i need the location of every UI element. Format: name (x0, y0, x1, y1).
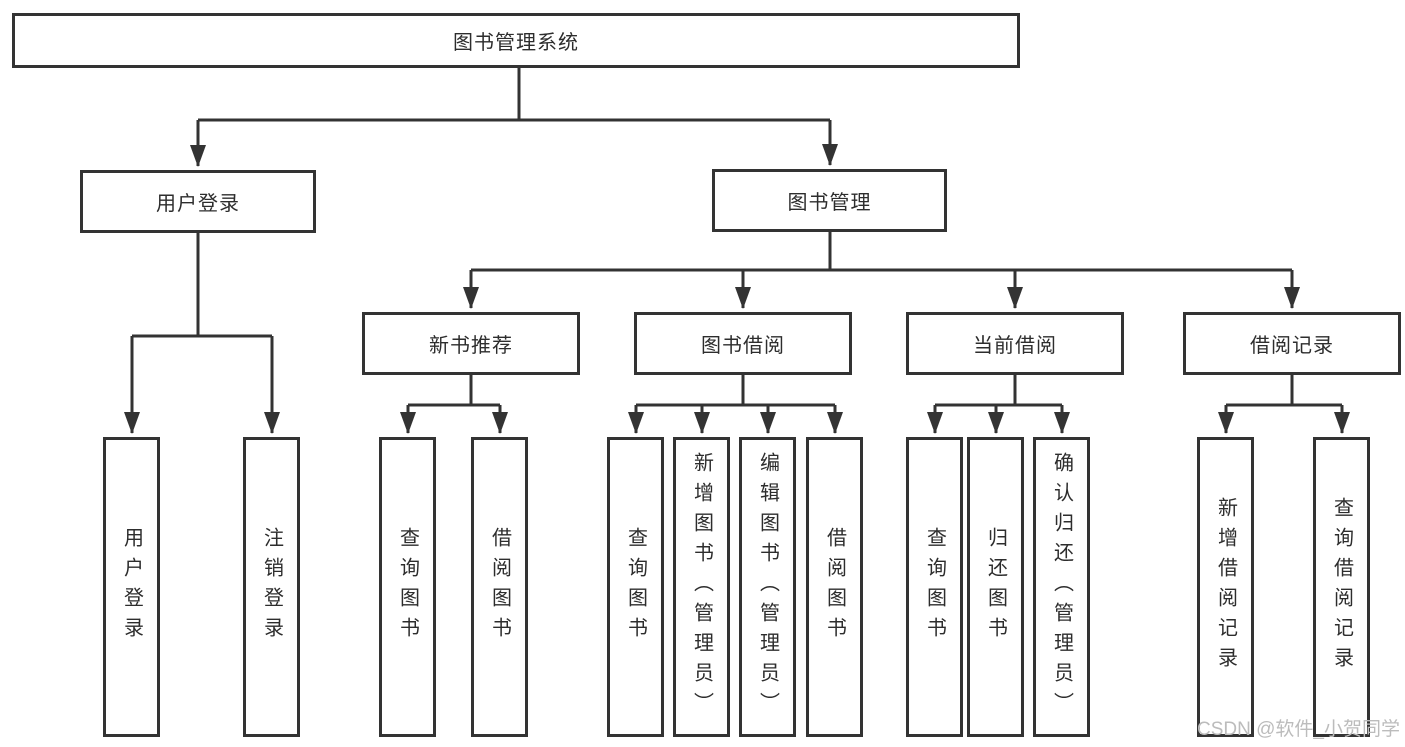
leaf-borrow-books: 借阅图书 (806, 437, 863, 737)
connectors-records-group (1218, 375, 1350, 434)
leaf-confirm-return-admin: 确认归还（管理员） (1033, 437, 1090, 737)
node-user-login: 用户登录 (80, 170, 316, 233)
connectors-current-group (927, 375, 1070, 434)
node-borrowing-records: 借阅记录 (1183, 312, 1401, 375)
node-new-book-recommendation: 新书推荐 (362, 312, 580, 375)
leaf-add-borrowing-record: 新增借阅记录 (1197, 437, 1254, 737)
connectors-borrowing-group (628, 375, 843, 434)
leaf-query-borrowing-record: 查询借阅记录 (1313, 437, 1370, 737)
node-book-management: 图书管理 (712, 169, 947, 232)
node-book-borrowing: 图书借阅 (634, 312, 852, 375)
leaf-user-login: 用户登录 (103, 437, 160, 737)
connectors-user-login-group (124, 233, 280, 434)
leaf-query-books-current: 查询图书 (906, 437, 963, 737)
csdn-watermark: CSDN @软件_小贺同学 (1197, 719, 1400, 740)
leaf-return-books: 归还图书 (967, 437, 1024, 737)
leaf-logout: 注销登录 (243, 437, 300, 737)
leaf-add-books-admin: 新增图书（管理员） (673, 437, 730, 737)
node-current-borrowing: 当前借阅 (906, 312, 1124, 375)
connectors-recommend-group (400, 375, 508, 434)
leaf-borrow-books-recommend: 借阅图书 (471, 437, 528, 737)
leaf-query-books-borrow: 查询图书 (607, 437, 664, 737)
node-book-management-system: 图书管理系统 (12, 13, 1020, 68)
connectors-root (190, 68, 838, 167)
connectors-book-management-group (463, 232, 1300, 309)
leaf-edit-books-admin: 编辑图书（管理员） (739, 437, 796, 737)
leaf-query-books-recommend: 查询图书 (379, 437, 436, 737)
